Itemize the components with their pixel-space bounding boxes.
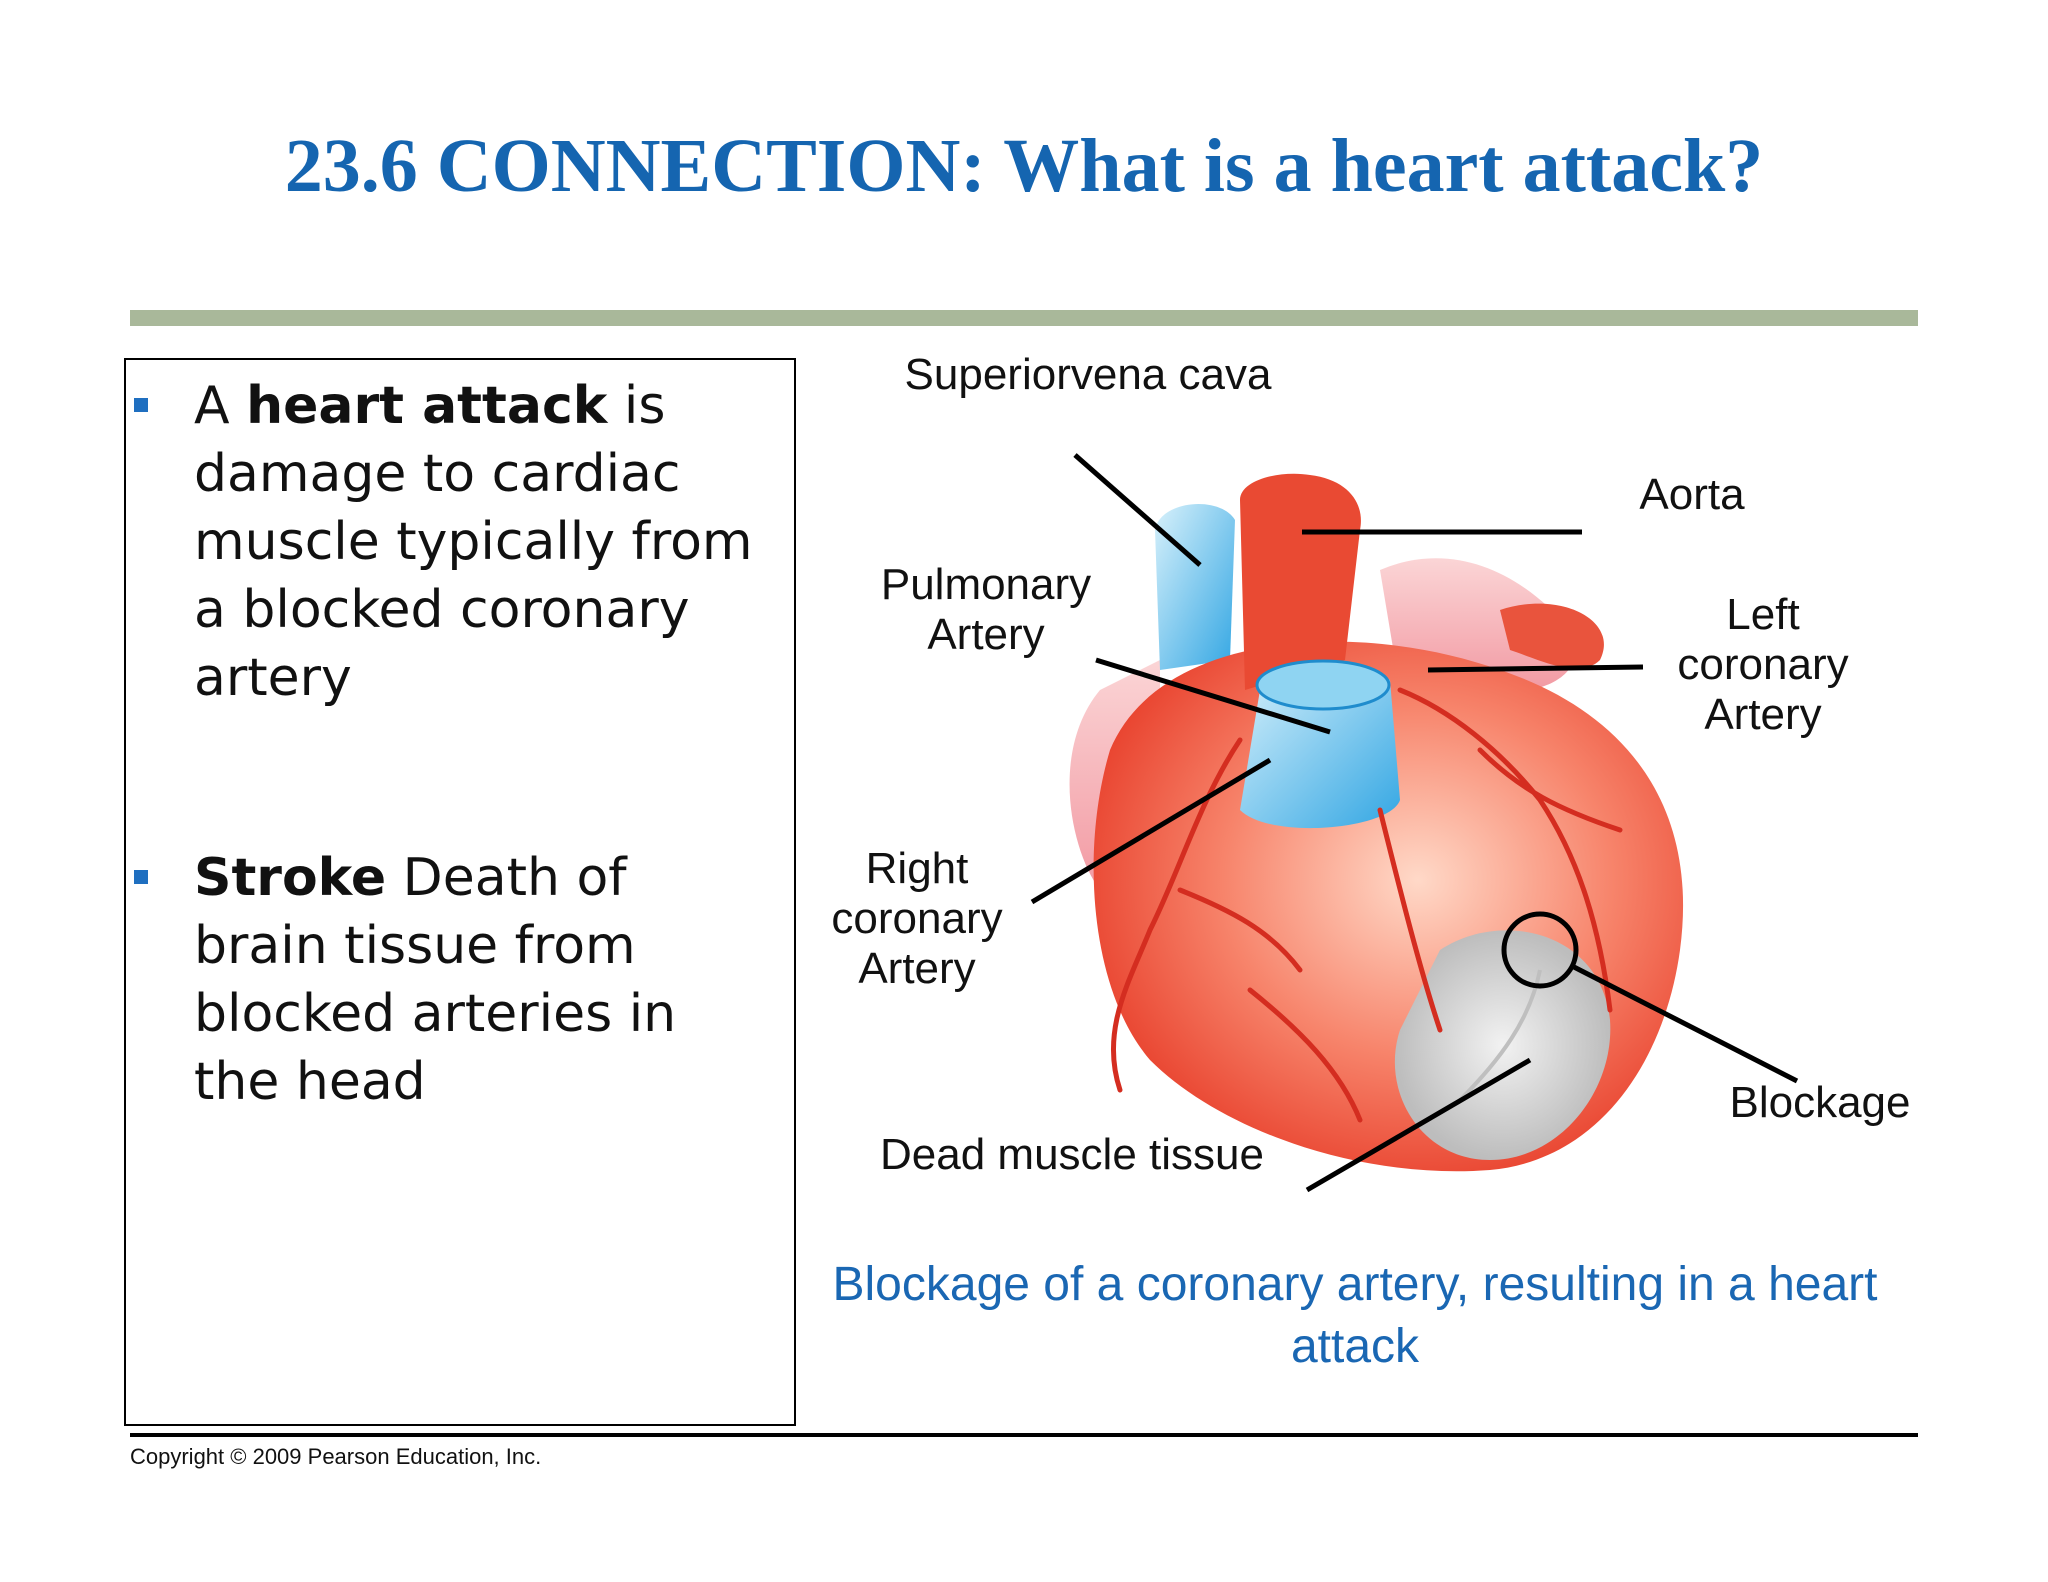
- label-blockage: Blockage: [1729, 1078, 1911, 1127]
- label-dead-muscle-tissue: Dead muscle tissue: [880, 1130, 1264, 1179]
- label-superior-vena-cava: Superiorvena cava: [904, 350, 1272, 399]
- coronary-vessels: [1110, 687, 1623, 1123]
- left-auricle: [1500, 603, 1604, 669]
- label-pulmonary-artery: Pulmonary Artery: [880, 560, 1092, 659]
- dead-muscle-region: [1394, 930, 1611, 1160]
- copyright-notice: Copyright © 2009 Pearson Education, Inc.: [130, 1444, 542, 1469]
- footer-divider: [130, 1433, 1918, 1437]
- label-left-coronary-artery: Left coronary Artery: [1677, 590, 1849, 739]
- bullet-text: Stroke Death of brain tissue from blocke…: [194, 844, 774, 1116]
- bullet-prefix: A: [194, 376, 247, 436]
- figure-caption: Blockage of a coronary artery, resulting…: [832, 1258, 1878, 1373]
- bullet-marker: [134, 398, 148, 412]
- slide-title: 23.6 CONNECTION: What is a heart attack?: [284, 124, 1764, 208]
- bullet-definition: is damage to cardiac muscle typically fr…: [194, 376, 753, 708]
- bullet-definition: Death of brain tissue from blocked arter…: [194, 848, 677, 1112]
- pulmonary-trunk: [1240, 666, 1400, 829]
- bullet-term: Stroke: [194, 848, 387, 908]
- superior-vena-cava: [1155, 503, 1235, 670]
- bullet-text: A heart attack is damage to cardiac musc…: [194, 372, 774, 712]
- bullet-marker: [134, 870, 148, 884]
- title-divider: [130, 310, 1918, 326]
- label-aorta: Aorta: [1639, 470, 1745, 519]
- bullet-term: heart attack: [246, 376, 608, 436]
- leader-lines: [1030, 453, 1799, 1193]
- heart-diagram: Superiorvena cava Aorta Pulmonary Artery…: [800, 330, 1940, 1210]
- pulmonary-opening: [1255, 659, 1391, 711]
- aorta: [1240, 473, 1361, 690]
- heart-illustration: [1030, 453, 1799, 1193]
- bullet-text-box: A heart attack is damage to cardiac musc…: [124, 358, 796, 1426]
- label-right-coronary-artery: Right coronary Artery: [831, 844, 1003, 993]
- blockage-circle: [1501, 911, 1579, 989]
